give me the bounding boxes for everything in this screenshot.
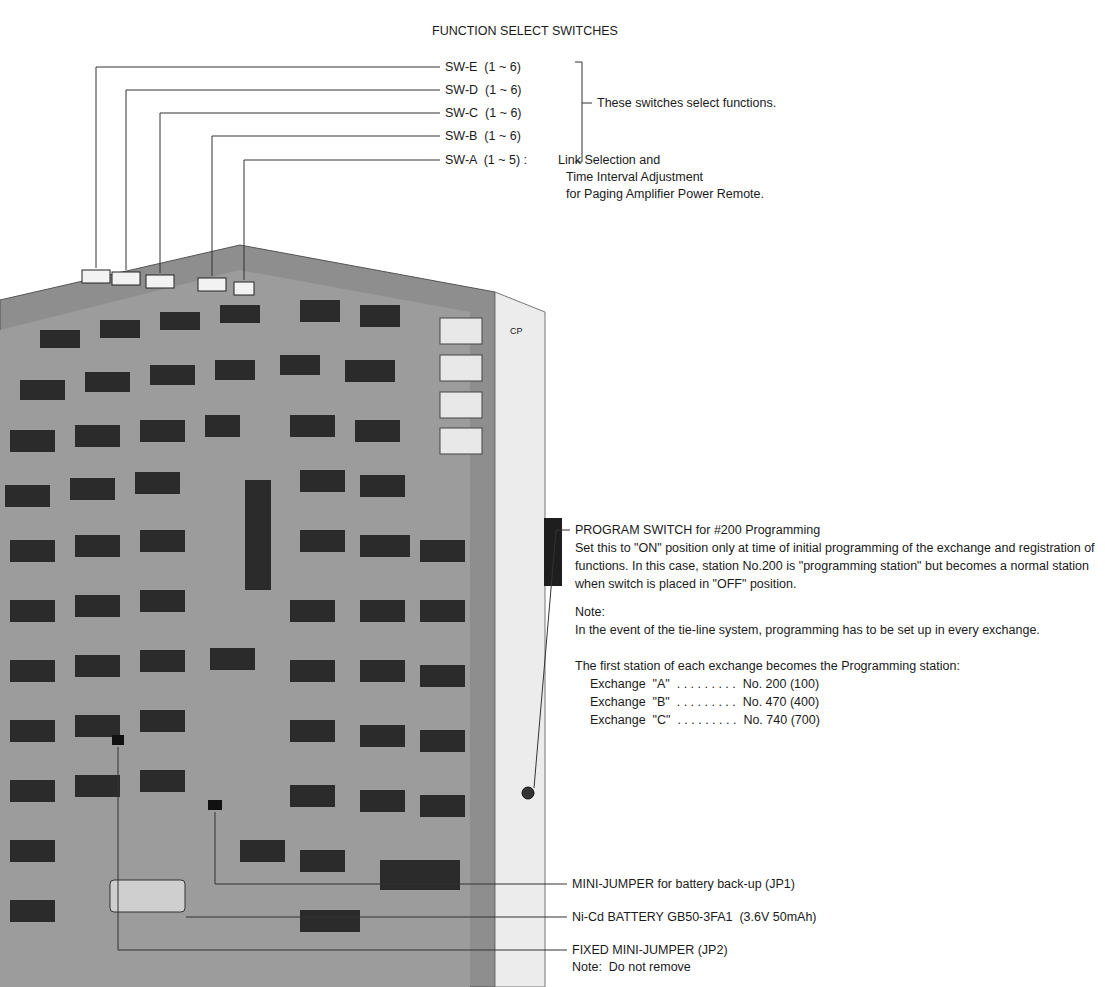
callout-title: PROGRAM SWITCH for #200 Programming <box>575 521 820 539</box>
board-surface <box>0 270 470 987</box>
program-switch-knob <box>522 787 534 799</box>
note-text: The first station of each exchange becom… <box>575 657 960 675</box>
circuit-board <box>0 245 495 987</box>
components <box>5 300 465 932</box>
callout-label: FIXED MINI-JUMPER (JP2) <box>572 941 728 959</box>
jumper-jp2 <box>112 735 124 745</box>
switch-name: SW-A (1 ~ 5) : <box>445 151 527 169</box>
connector <box>544 518 562 586</box>
table-row: Exchange "A" . . . . . . . . . No. 200 (… <box>590 675 819 693</box>
function-text: Time Interval Adjustment <box>566 168 703 186</box>
switch-name: SW-D (1 ~ 6) <box>445 81 522 99</box>
note-text: In the event of the tie-line system, pro… <box>575 621 1100 639</box>
front-panel <box>495 292 545 987</box>
dip-switches <box>82 270 254 295</box>
note-text: These switches select functions. <box>597 94 776 112</box>
function-text: Link Selection and <box>558 151 660 169</box>
description-text: Set this to "ON" position only at time o… <box>575 539 1100 593</box>
battery <box>110 880 185 912</box>
switch-name: SW-C (1 ~ 6) <box>445 104 522 122</box>
switch-name: SW-E (1 ~ 6) <box>445 58 521 76</box>
jumper-jp1 <box>208 800 222 810</box>
callout-label: Ni-Cd BATTERY GB50-3FA1 (3.6V 50mAh) <box>572 908 817 926</box>
note-label: Note: <box>575 603 605 621</box>
panel-label: CP <box>510 326 523 337</box>
leader-lines <box>96 62 592 950</box>
switch-name: SW-B (1 ~ 6) <box>445 127 521 145</box>
table-row: Exchange "C" . . . . . . . . . No. 740 (… <box>590 711 820 729</box>
callout-label: MINI-JUMPER for battery back-up (JP1) <box>572 875 795 893</box>
note-text: Note: Do not remove <box>572 958 691 976</box>
function-text: for Paging Amplifier Power Remote. <box>566 185 764 203</box>
eprom-labels <box>440 318 482 454</box>
table-row: Exchange "B" . . . . . . . . . No. 470 (… <box>590 693 819 711</box>
heading: FUNCTION SELECT SWITCHES <box>432 22 618 40</box>
